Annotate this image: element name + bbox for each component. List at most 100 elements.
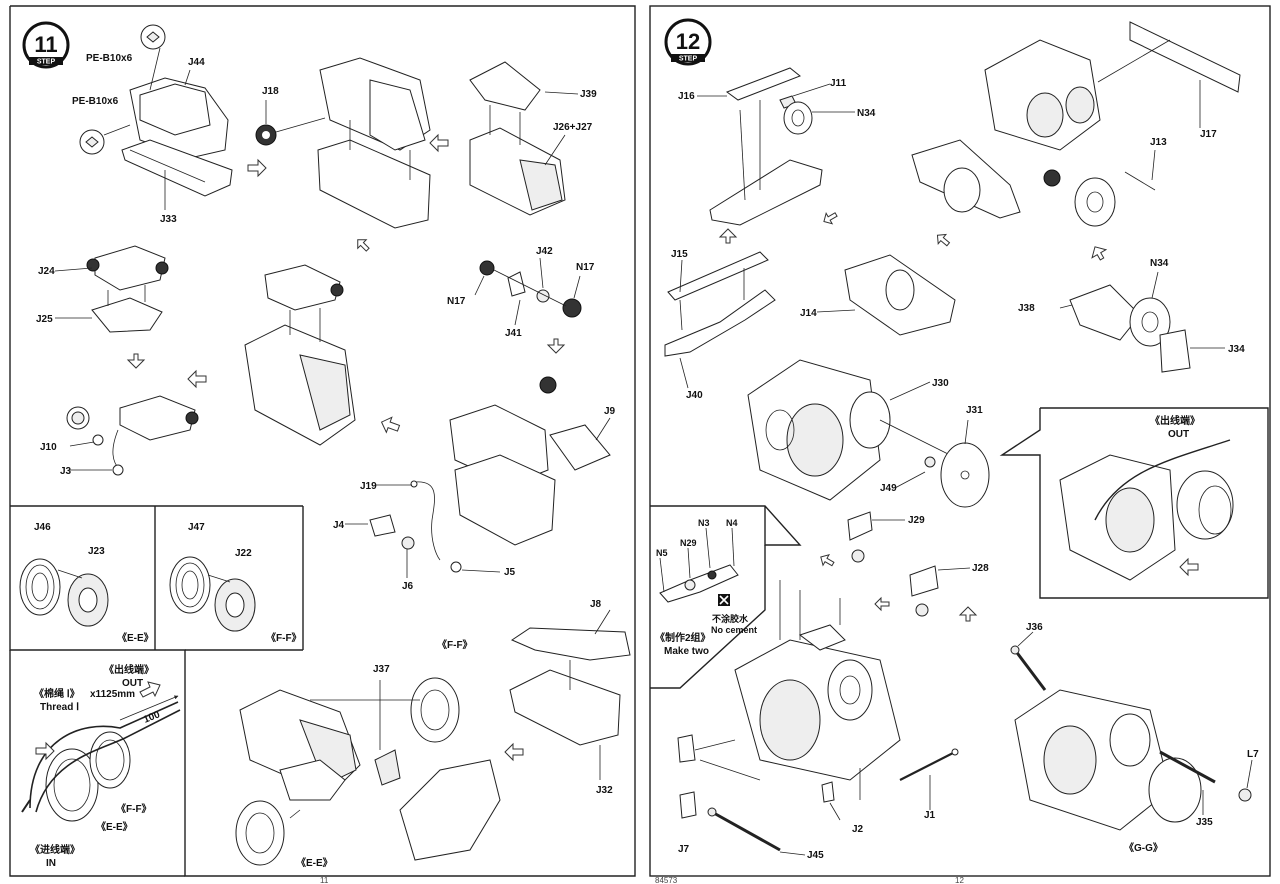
make-two-caption-en: Make two [664,646,709,657]
gear-j23-drawing [57,569,109,627]
main-assembly-step12-drawing [677,580,959,856]
base-j16-drawing [697,67,855,226]
label-j26-j27: J26+J27 [553,122,593,133]
label-j6: J6 [402,581,414,592]
label-j15: J15 [671,249,688,260]
label-j38: J38 [1018,303,1035,314]
gg-label: 《G-G》 [1124,841,1163,854]
label-j10: J10 [40,442,57,453]
step-11-word: STEP [37,59,56,66]
label-n29: N29 [680,538,697,548]
label-j22: J22 [235,548,252,559]
label-j49: J49 [880,483,897,494]
thread-inset: 《出线端》 OUT 《棉绳 Ⅰ》 x1125mm Thread Ⅰ 100 《F… [21,663,181,869]
label-j32: J32 [596,785,613,796]
thread-rope-cn: 《棉绳 Ⅰ》 [34,687,80,700]
label-j17: J17 [1200,129,1217,140]
out-inset-en: OUT [1168,429,1189,440]
frame-j14-drawing [816,254,956,336]
label-l7: L7 [1247,749,1259,760]
inset-ee: J46 J23 《E-E》 [19,522,154,644]
label-j47: J47 [188,522,205,533]
label-j24: J24 [38,266,55,277]
gearbox-open-drawing [317,57,431,229]
thread-ee: 《E-E》 [96,820,133,833]
step-11-frame [9,5,636,877]
label-j13: J13 [1150,137,1167,148]
thread-rope-en: Thread Ⅰ [40,702,79,713]
pulley-j47-drawing [169,556,211,614]
label-n5: N5 [656,548,668,558]
label-j42: J42 [536,246,553,257]
gear-parts-j42-drawing [474,257,582,326]
step-12-number: 12 [676,29,700,54]
footer-left-page: 11 [320,876,329,884]
label-n34-right: N34 [1150,258,1169,269]
thread-out-cn: 《出线端》 [104,663,154,676]
label-j45: J45 [807,850,824,861]
gearbox-j9-assembly-drawing [345,376,611,578]
gear-j22-drawing [207,574,256,632]
final-assembly-step11-drawing [235,609,631,866]
label-j37: J37 [373,664,390,675]
label-n17-left: N17 [447,296,466,307]
label-j16: J16 [678,91,695,102]
frame-j38-drawing [1059,271,1225,373]
label-j19: J19 [360,481,377,492]
footer-code: 84573 [655,876,678,884]
thread-length-100: 100 [142,709,162,726]
brackets-j29-j28-drawing [847,511,971,617]
make-two-caption-cn: 《制作2组》 [655,631,711,644]
thread-pulleys-drawing [21,681,181,822]
label-j25: J25 [36,314,53,325]
label-j1: J1 [924,810,936,821]
inset-ff-caption: 《F-F》 [266,631,302,644]
thread-out-en: OUT [122,678,143,689]
winch-assembly-j30-drawing [747,359,990,508]
label-j14: J14 [800,308,817,319]
gearbox-j39-drawing [469,61,579,216]
no-cement-en: No cement [711,625,757,635]
label-j40: J40 [686,390,703,401]
step-11-badge: 11 STEP [22,21,70,69]
assembly-ee-label: 《E-E》 [296,856,333,869]
footer-right-page: 12 [955,876,964,884]
label-j2: J2 [852,824,864,835]
label-j7: J7 [678,844,690,855]
label-j30: J30 [932,378,949,389]
label-j39: J39 [580,89,597,100]
inset-ee-caption: 《E-E》 [117,631,154,644]
thread-in-cn: 《进线端》 [30,843,80,856]
thread-in-en: IN [46,858,56,869]
label-n34-top: N34 [857,108,876,119]
out-inset-cn: 《出线端》 [1150,414,1200,427]
motor-gearbox-assembly-drawing [244,264,356,446]
step-12-frame [649,5,1271,877]
assembly-ff-label: 《F-F》 [437,638,473,651]
label-n17-right: N17 [576,262,595,273]
label-j28: J28 [972,563,989,574]
label-j8: J8 [590,599,602,610]
label-j3: J3 [60,466,72,477]
step-12-flow-arrows [718,212,1108,622]
gearbox-j17-drawing [911,21,1241,227]
label-pe-b10x6-top: PE-B10x6 [86,53,133,64]
make-two-inset [650,505,802,689]
label-n3: N3 [698,518,710,528]
label-j5: J5 [504,567,516,578]
label-j11: J11 [830,78,847,89]
label-j36: J36 [1026,622,1043,633]
thread-ff: 《F-F》 [116,802,152,815]
out-inset-box [999,407,1269,599]
step-12-word: STEP [679,56,698,63]
thread-rope-length: x1125mm [90,689,135,700]
label-j4: J4 [333,520,345,531]
label-j34: J34 [1228,344,1245,355]
step-12-badge: 12 STEP [664,18,712,66]
step-11-flow-arrows [126,133,566,762]
gearbox-j44-drawing [79,24,233,210]
gear-j18-drawing [255,100,326,146]
label-j23: J23 [88,546,105,557]
label-j41: J41 [505,328,522,339]
